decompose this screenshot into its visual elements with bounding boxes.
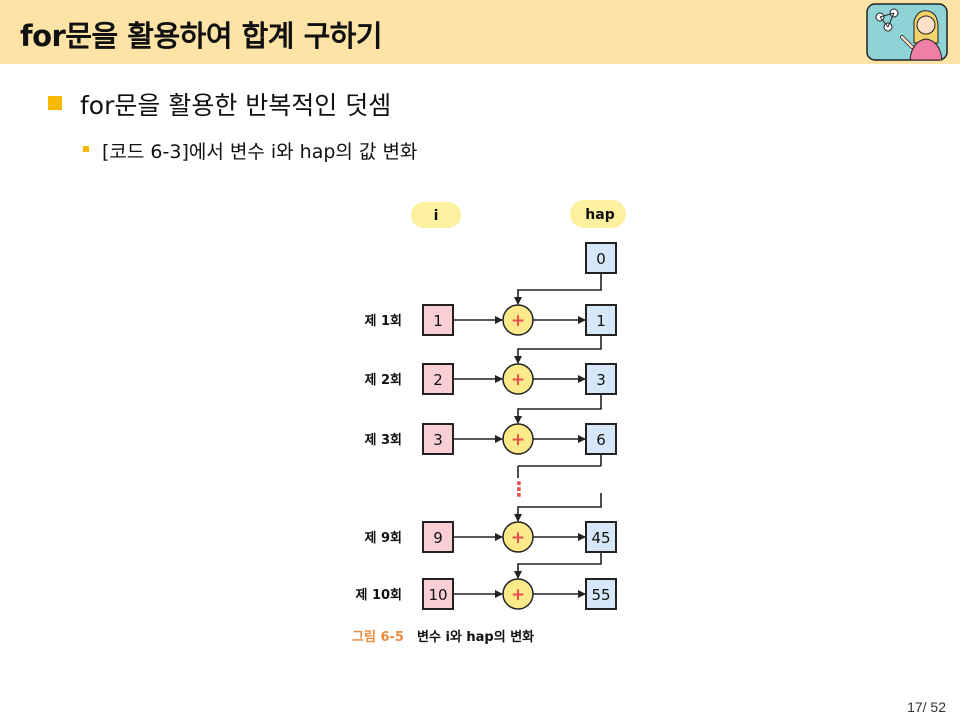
hap-header-label: hap xyxy=(585,207,614,223)
i-value: 1 xyxy=(433,312,443,330)
i-value: 9 xyxy=(433,529,443,547)
row-label: 제 9회 xyxy=(365,530,403,546)
i-value: 3 xyxy=(433,431,443,449)
row-label: 제 3회 xyxy=(365,432,403,448)
bullet-square-icon xyxy=(48,96,62,110)
hap-value-box xyxy=(585,363,617,395)
sub-bullet-square-icon xyxy=(83,146,89,152)
page-number: 17/ 52 xyxy=(907,699,946,715)
main-bullet-text: for문을 활용한 반복적인 덧셈 xyxy=(80,91,392,120)
hap-value: 3 xyxy=(596,371,606,389)
hap-value: 6 xyxy=(596,431,606,449)
hap-initial-value: 0 xyxy=(596,250,606,268)
ellipsis-mark: ⋮ xyxy=(509,477,529,501)
hap-value: 1 xyxy=(596,312,606,330)
row-label: 제 2회 xyxy=(365,372,403,388)
i-value: 2 xyxy=(433,371,443,389)
figure-caption-number: 그림 6-5 xyxy=(352,630,404,645)
hap-header-pill xyxy=(570,200,626,228)
carry-connector-arrow xyxy=(514,335,602,364)
hap-value-box xyxy=(585,578,617,610)
row-label: 제 1회 xyxy=(365,313,403,329)
hap-value: 55 xyxy=(591,586,610,604)
i-value: 10 xyxy=(428,586,447,604)
plus-operator-sign: + xyxy=(511,585,525,605)
row-label: 제 10회 xyxy=(355,587,402,603)
carry-connector-arrow xyxy=(514,273,602,305)
plus-operator-sign: + xyxy=(511,311,525,331)
i-header-label: i xyxy=(434,208,439,224)
presenter-avatar-icon xyxy=(866,3,948,61)
carry-connector-arrow xyxy=(514,552,602,579)
sub-bullet-text: [코드 6-3]에서 변수 i와 hap의 값 변화 xyxy=(102,141,418,163)
carry-connector-arrow xyxy=(514,394,602,424)
carry-connector-arrow xyxy=(514,493,602,522)
slide-title: for문을 활용하여 합계 구하기 xyxy=(20,19,383,53)
figure-caption-text: 변수 i와 hap의 변화 xyxy=(417,629,534,645)
plus-operator-sign: + xyxy=(511,430,525,450)
slide-header: for문을 활용하여 합계 구하기 xyxy=(0,0,960,64)
plus-operator-sign: + xyxy=(511,528,525,548)
plus-operator-sign: + xyxy=(511,370,525,390)
hap-value-box xyxy=(585,423,617,455)
hap-value: 45 xyxy=(591,529,610,547)
i-header-pill xyxy=(411,202,461,228)
